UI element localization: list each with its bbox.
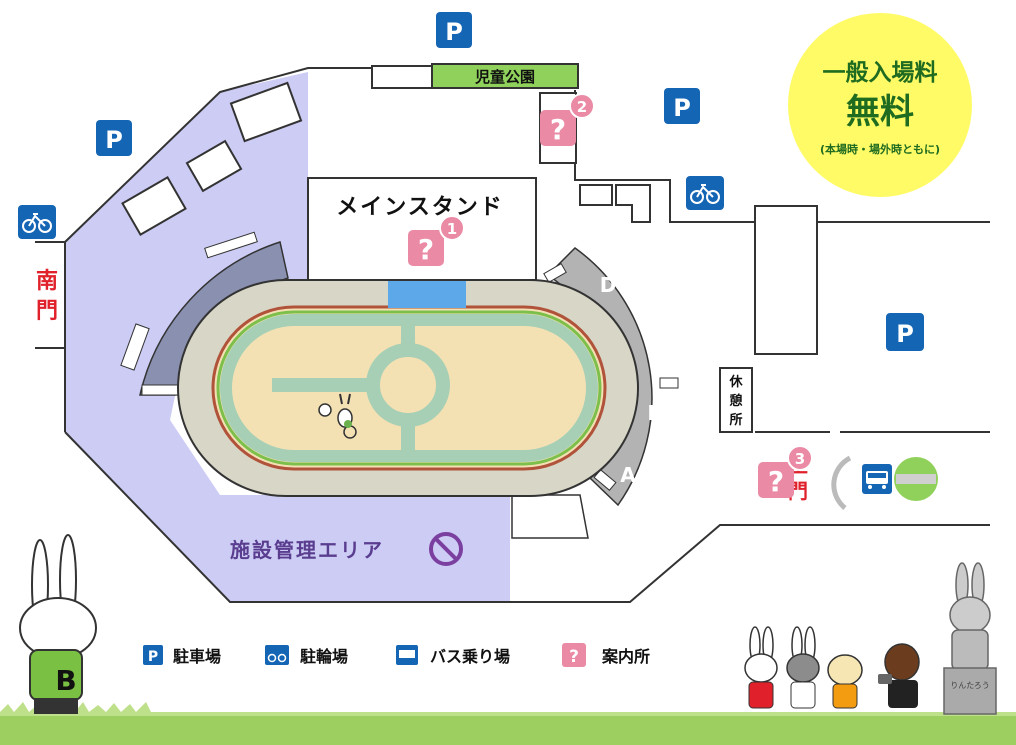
svg-text:憩: 憩: [729, 393, 742, 409]
mascot-gray-rabbit: [786, 626, 820, 709]
left-stand-steps: [120, 231, 258, 396]
legend-item-parking: P 駐車場: [143, 645, 221, 666]
stand-section-b: B: [647, 401, 662, 425]
parking-icon[interactable]: P: [664, 88, 700, 124]
kids-park-label: 児童公園: [474, 68, 535, 86]
mascot-shirt-letter: B: [55, 664, 76, 697]
parking-markers: P P P P: [96, 12, 924, 351]
legend-item-info: ? 案内所: [562, 643, 650, 667]
info-markers: ? 1 ? 2 ? 3: [408, 93, 813, 498]
svg-text:?: ?: [569, 647, 579, 667]
info-icon[interactable]: ? 2: [540, 93, 595, 146]
right-stand-steps: [543, 262, 679, 491]
kids-park: [431, 63, 579, 89]
svg-text:?: ?: [768, 465, 784, 498]
svg-text:?: ?: [550, 113, 566, 146]
svg-text:門: 門: [36, 299, 58, 324]
bicycle-icon[interactable]: [686, 176, 724, 210]
mascot-dog: [827, 654, 863, 709]
info-icon[interactable]: ? 1: [408, 215, 465, 266]
velodrome-track: [177, 279, 639, 497]
svg-text:?: ?: [418, 233, 434, 266]
south-gate-label: 南 門: [36, 269, 58, 324]
cyclist-mascot-small: [318, 393, 357, 439]
info-number-1: 1: [447, 220, 457, 238]
legend-item-bicycle: 駐輪場: [265, 645, 348, 666]
parking-icon[interactable]: P: [96, 120, 132, 156]
svg-text:P: P: [896, 320, 914, 348]
admission-badge: 一般入場料 無料 (本場時・場外時ともに): [788, 13, 972, 197]
info-icon: [562, 643, 586, 667]
svg-text:休: 休: [728, 374, 743, 390]
parking-icon[interactable]: P: [436, 12, 472, 48]
legend-item-bus: バス乗り場: [396, 645, 510, 666]
info-number-2: 2: [577, 98, 587, 116]
svg-text:P: P: [148, 649, 158, 665]
svg-text:駐車場: 駐車場: [173, 647, 221, 666]
stand-section-d: D: [600, 273, 617, 297]
facility-area-label: 施設管理エリア: [230, 538, 384, 562]
buildings: [121, 65, 818, 433]
bicycle-icon: [265, 645, 289, 665]
stand-section-labels: D C B A: [600, 273, 663, 487]
main-stand-label: メインスタンド: [336, 195, 504, 220]
bus-stop-circle: [894, 457, 938, 501]
bus-icon[interactable]: [862, 464, 892, 494]
legend: P 駐車場 駐輪場 バス乗り場 ? 案内所: [143, 643, 650, 667]
no-entry-icon: [429, 532, 463, 566]
svg-text:南: 南: [36, 269, 58, 294]
mascot-white-rabbit: [744, 626, 778, 709]
info-number-3: 3: [795, 450, 805, 468]
bicycle-icon[interactable]: [18, 205, 56, 239]
admission-line3: (本場時・場外時ともに): [820, 142, 940, 156]
mascot-group: りんたろう: [744, 562, 997, 715]
stand-section-a: A: [620, 463, 636, 487]
svg-text:P: P: [673, 94, 691, 122]
grass-strip: [0, 702, 1016, 745]
parking-icon: [143, 645, 163, 665]
mascot-statue: りんたろう: [943, 562, 997, 715]
stand-section-c: C: [646, 331, 661, 355]
svg-text:P: P: [105, 126, 123, 154]
admission-line2: 無料: [846, 92, 914, 132]
parking-icon[interactable]: P: [886, 313, 924, 351]
rest-area-label: 休 憩 所: [728, 374, 743, 428]
statue-plate: りんたろう: [950, 681, 990, 690]
rabbit-mascot: B: [19, 534, 97, 714]
svg-text:案内所: 案内所: [601, 647, 650, 666]
svg-text:P: P: [445, 18, 463, 46]
bicycle-markers: [18, 176, 724, 239]
info-icon[interactable]: ? 3: [758, 445, 813, 498]
mascot-horse: [878, 643, 920, 708]
svg-text:所: 所: [729, 412, 742, 428]
svg-text:駐輪場: 駐輪場: [300, 647, 348, 666]
lower-stand-area: [511, 494, 589, 539]
svg-text:バス乗り場: バス乗り場: [430, 647, 510, 666]
admission-line1: 一般入場料: [823, 59, 938, 86]
bus-turnaround: [831, 455, 852, 510]
